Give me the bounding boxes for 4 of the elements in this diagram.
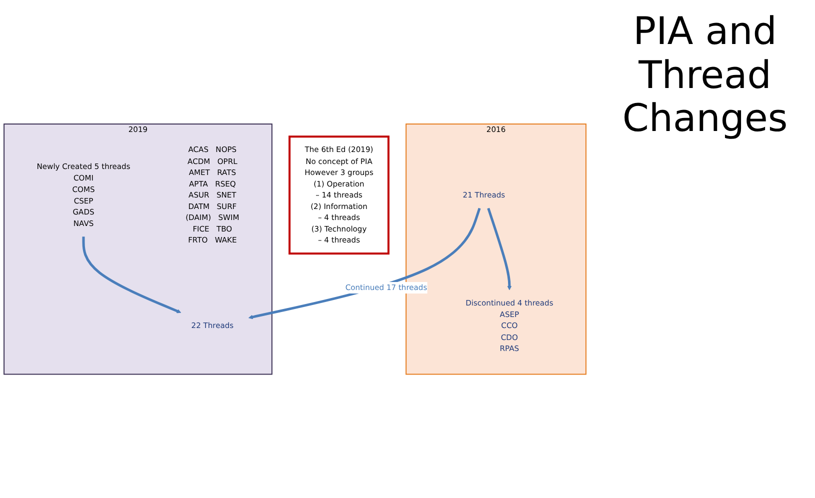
arrow xyxy=(248,208,481,320)
title: PIA and Thread Changes xyxy=(621,10,789,142)
arrow xyxy=(82,236,182,313)
arrow xyxy=(487,208,512,290)
